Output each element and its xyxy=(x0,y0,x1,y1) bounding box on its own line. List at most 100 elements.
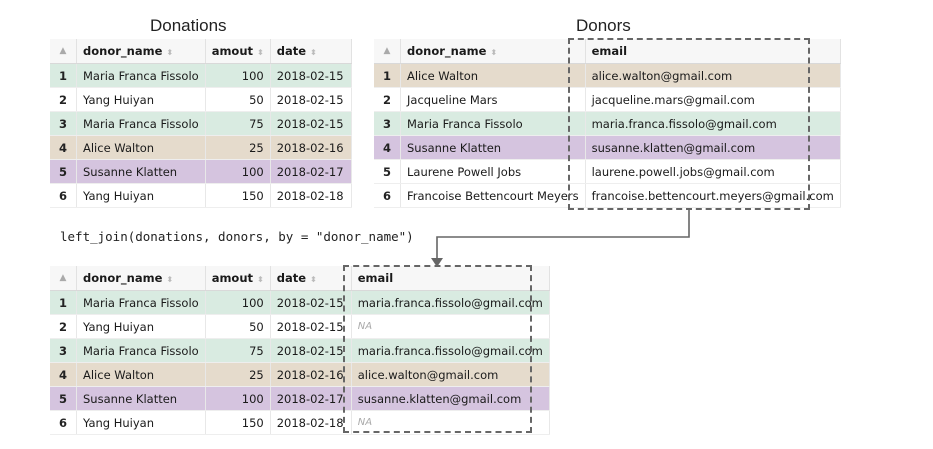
cell-date: 2018-02-15 xyxy=(270,111,352,136)
cell-donor-name: Maria Franca Fissolo xyxy=(76,111,206,136)
cell-email: francoise.bettencourt.meyers@gmail.com xyxy=(585,183,841,208)
cell-donor-name: Francoise Bettencourt Meyers xyxy=(400,183,586,208)
cell-amout: 150 xyxy=(205,410,271,435)
sort-icon: ⬍ xyxy=(310,275,317,284)
cell-donor-name: Alice Walton xyxy=(76,362,206,387)
sort-icon: ⬍ xyxy=(166,275,174,284)
cell-donor-name: Susanne Klatten xyxy=(76,386,206,411)
join-arrow-line xyxy=(436,210,690,258)
index-header: ▲ xyxy=(50,39,77,64)
cell-donor-name: Maria Franca Fissolo xyxy=(76,290,206,315)
sort-icon: ⬍ xyxy=(257,275,264,284)
cell-email: susanne.klatten@gmail.com xyxy=(351,386,550,411)
cell-amout: 100 xyxy=(205,290,271,315)
cell-email: laurene.powell.jobs@gmail.com xyxy=(585,159,841,184)
column-header-date[interactable]: date⬍ xyxy=(270,39,352,64)
index-header: ▲ xyxy=(50,266,77,291)
cell-email: maria.franca.fissolo@gmail.com xyxy=(351,338,550,363)
cell-donor-name: Yang Huiyan xyxy=(76,183,206,208)
cell-donor-name: Alice Walton xyxy=(400,63,586,88)
left-join-code: left_join(donations, donors, by = "donor… xyxy=(60,229,414,244)
row-index: 5 xyxy=(50,159,77,184)
row-index: 5 xyxy=(374,159,401,184)
row-index: 6 xyxy=(50,183,77,208)
row-index: 3 xyxy=(50,111,77,136)
cell-email: susanne.klatten@gmail.com xyxy=(585,135,841,160)
cell-donor-name: Susanne Klatten xyxy=(400,135,586,160)
join-arrow-head xyxy=(431,258,443,267)
cell-date: 2018-02-15 xyxy=(270,87,352,112)
cell-amout: 150 xyxy=(205,183,271,208)
row-index: 6 xyxy=(374,183,401,208)
cell-amout: 100 xyxy=(205,159,271,184)
cell-donor-name: Yang Huiyan xyxy=(76,314,206,339)
cell-donor-name: Maria Franca Fissolo xyxy=(76,338,206,363)
sort-icon: ⬍ xyxy=(310,48,317,57)
row-index: 4 xyxy=(50,135,77,160)
cell-donor-name: Jacqueline Mars xyxy=(400,87,586,112)
cell-donor-name: Yang Huiyan xyxy=(76,87,206,112)
cell-email: jacqueline.mars@gmail.com xyxy=(585,87,841,112)
donations-title: Donations xyxy=(150,16,227,35)
cell-email: maria.franca.fissolo@gmail.com xyxy=(351,290,550,315)
cell-amout: 25 xyxy=(205,135,271,160)
column-header-donor-name[interactable]: donor_name⬍ xyxy=(400,39,586,64)
row-index: 2 xyxy=(50,314,77,339)
cell-donor-name: Maria Franca Fissolo xyxy=(76,63,206,88)
cell-amout: 75 xyxy=(205,111,271,136)
index-header: ▲ xyxy=(374,39,401,64)
cell-amout: 50 xyxy=(205,87,271,112)
column-header-amout[interactable]: amout⬍ xyxy=(205,39,271,64)
column-header-email[interactable]: email xyxy=(585,39,841,64)
cell-donor-name: Susanne Klatten xyxy=(76,159,206,184)
cell-date: 2018-02-15 xyxy=(270,314,352,339)
row-index: 1 xyxy=(50,63,77,88)
cell-amout: 100 xyxy=(205,386,271,411)
column-header-email[interactable]: email xyxy=(351,266,550,291)
cell-amout: 25 xyxy=(205,362,271,387)
column-header-date[interactable]: date⬍ xyxy=(270,266,352,291)
donors-title: Donors xyxy=(576,16,631,35)
column-header-donor-name[interactable]: donor_name⬍ xyxy=(76,266,206,291)
row-index: 1 xyxy=(374,63,401,88)
cell-amout: 50 xyxy=(205,314,271,339)
cell-email: alice.walton@gmail.com xyxy=(351,362,550,387)
cell-amout: 75 xyxy=(205,338,271,363)
cell-email: NA xyxy=(351,410,550,435)
column-header-donor-name[interactable]: donor_name⬍ xyxy=(76,39,206,64)
row-index: 6 xyxy=(50,410,77,435)
cell-amout: 100 xyxy=(205,63,271,88)
cell-email: alice.walton@gmail.com xyxy=(585,63,841,88)
cell-date: 2018-02-16 xyxy=(270,135,352,160)
sort-icon: ⬍ xyxy=(166,48,174,57)
cell-date: 2018-02-17 xyxy=(270,159,352,184)
row-index: 3 xyxy=(374,111,401,136)
column-header-amout[interactable]: amout⬍ xyxy=(205,266,271,291)
sort-icon: ⬍ xyxy=(257,48,264,57)
row-index: 3 xyxy=(50,338,77,363)
cell-date: 2018-02-15 xyxy=(270,290,352,315)
cell-date: 2018-02-15 xyxy=(270,338,352,363)
row-index: 2 xyxy=(374,87,401,112)
cell-email: NA xyxy=(351,314,550,339)
row-index: 2 xyxy=(50,87,77,112)
